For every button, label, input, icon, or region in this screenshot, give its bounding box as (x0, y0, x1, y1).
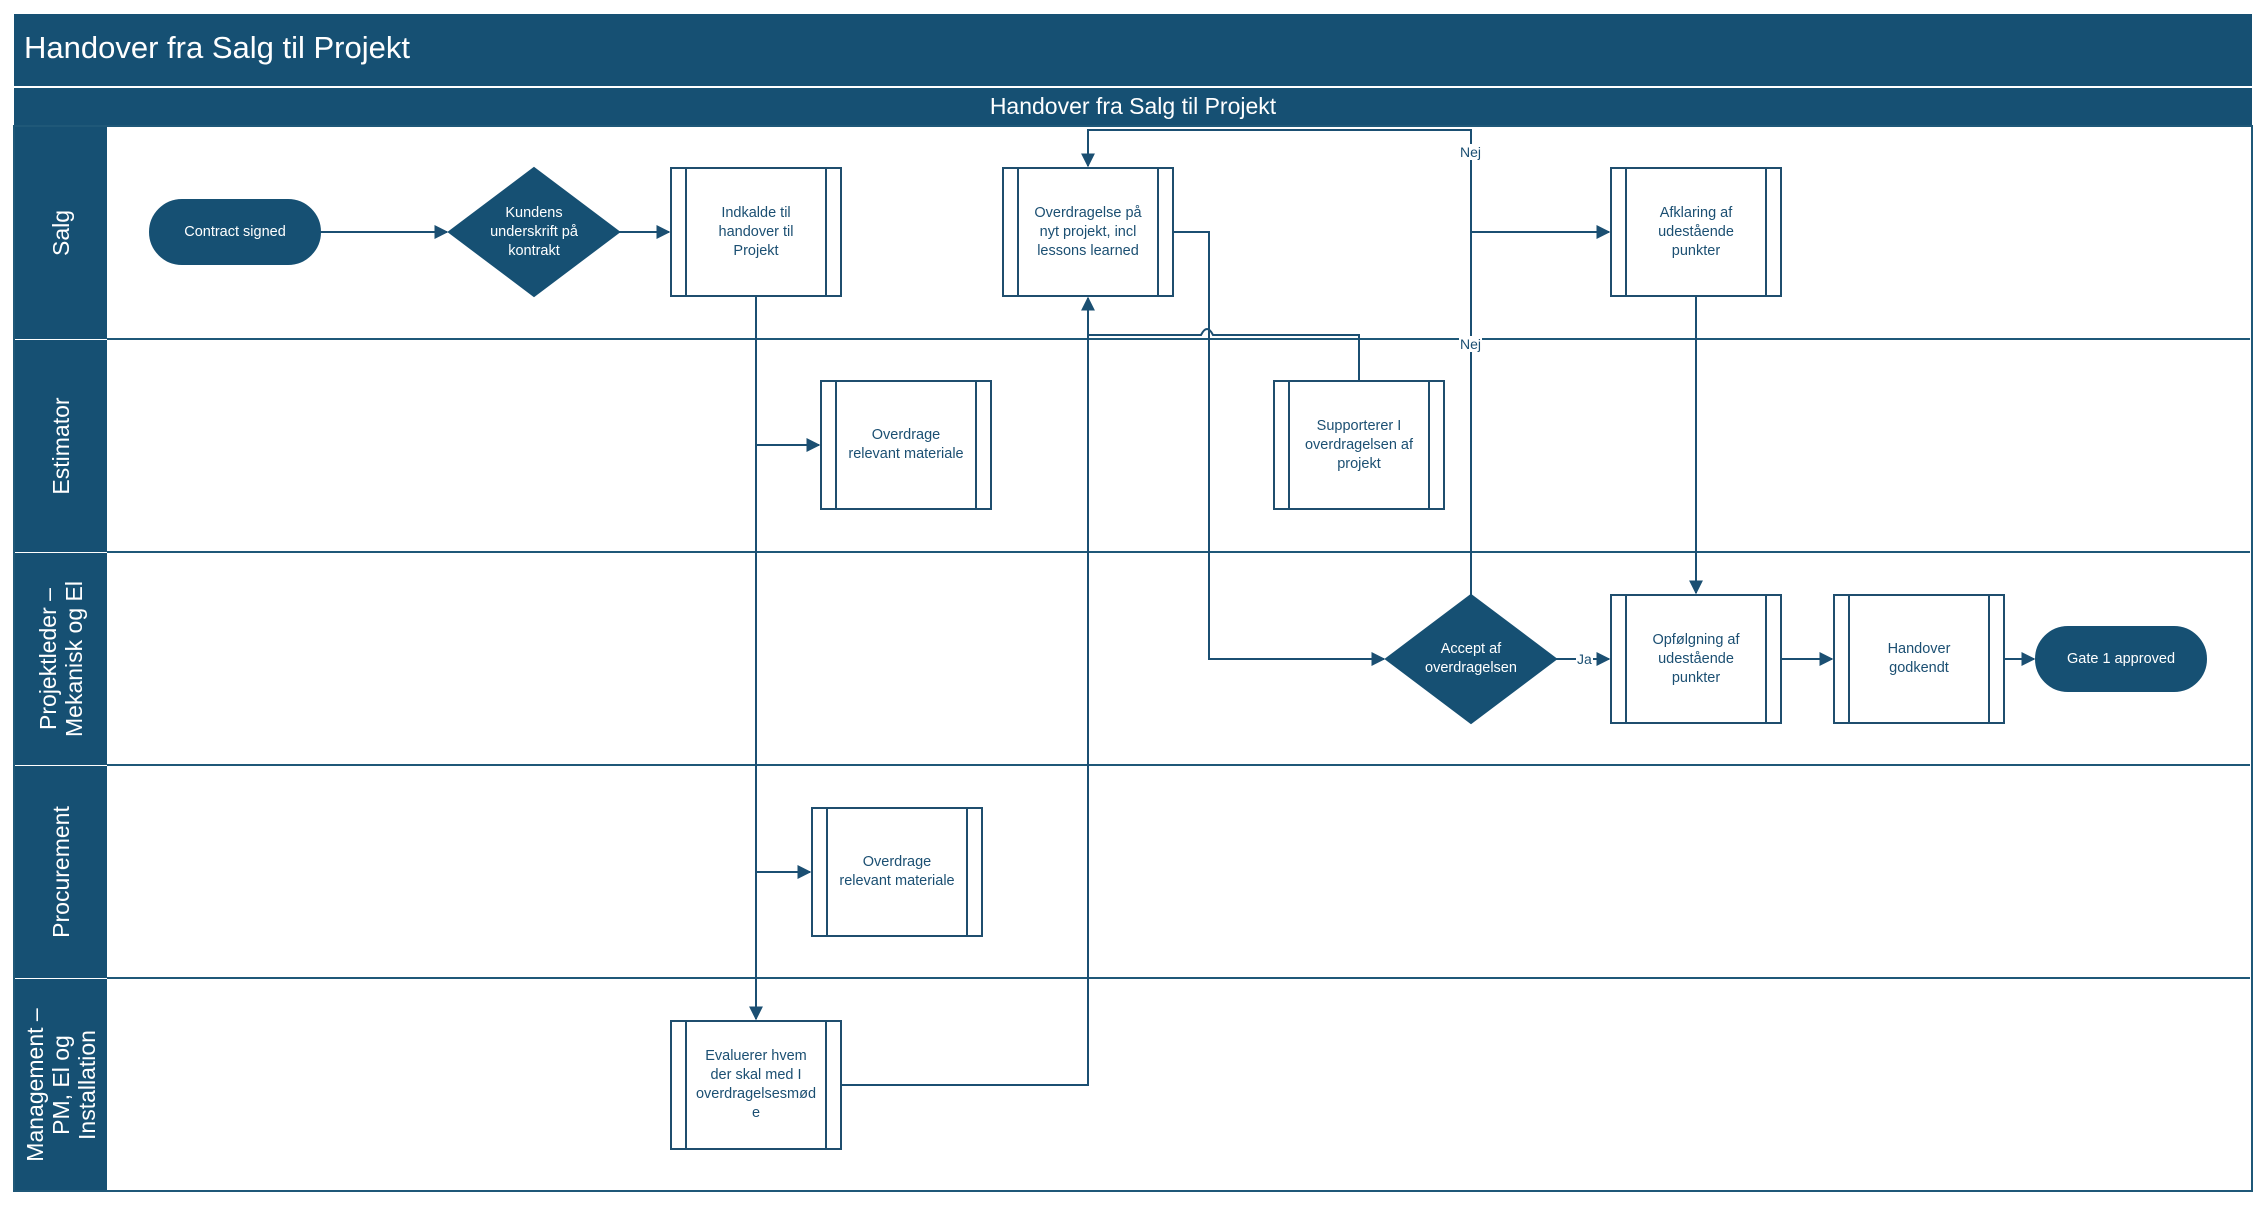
node-evaluerer (670, 1020, 842, 1150)
node-label-line: kontrakt (508, 242, 560, 259)
node-label-line: Opfølgning af (1652, 631, 1740, 648)
node-label-line: overdragelsesmød (695, 1086, 817, 1102)
node-label-line: Accept af (1440, 641, 1502, 657)
node-label-handover_godkendt: Handover godkendt (1849, 595, 1989, 723)
node-label-afklaring: Afklaring af udestående punkter (1626, 168, 1766, 296)
node-label-line: relevant materiale (839, 873, 955, 889)
node-label-line: der skal med I (710, 1067, 802, 1083)
connector-overdragelse-to-accept (1173, 231, 1386, 666)
node-label-line: Supporterer I (1316, 417, 1402, 434)
node-accept (1384, 593, 1558, 725)
node-label-line: Afklaring af (1659, 204, 1733, 221)
node-label-line: punkter (1671, 669, 1721, 686)
node-afklaring (1610, 167, 1782, 297)
lane-header-projektleder: Projektleder –Mekanisk og El (14, 553, 107, 765)
node-label-line: Indkalde til (721, 204, 791, 221)
node-overdrage_estimator (820, 380, 992, 510)
node-label-line: overdragelsen af (1304, 436, 1413, 453)
node-label-line: Kundens (505, 204, 563, 221)
node-label-line: underskrift på (490, 223, 578, 240)
page-title: Handover fra Salg til Projekt (24, 30, 410, 65)
connector-supporterer-to-overdragelse (1088, 328, 1360, 381)
pool-header: Handover fra Salg til Projekt (14, 88, 2252, 125)
node-label-gate1: Gate 1 approved (2051, 627, 2191, 691)
node-opfolgning (1610, 594, 1782, 724)
node-label-overdrage_estimator: Overdrage relevant materiale (836, 381, 976, 509)
node-label-line: Projekt (733, 242, 779, 259)
node-contract_signed (149, 199, 321, 265)
node-label-line: Handover (1887, 641, 1951, 657)
node-label-overdrage_procurement: Overdrage relevant materiale (827, 808, 967, 936)
lane-header-estimator: Estimator (14, 340, 107, 552)
pool-title: Handover fra Salg til Projekt (989, 93, 1277, 119)
node-label-kundens_underskrift: Kundens underskrift på kontrakt (473, 168, 595, 296)
node-label-line: Overdragelse på (1034, 204, 1142, 221)
node-label-opfolgning: Opfølgning af udestående punkter (1626, 595, 1766, 723)
node-label-accept: Accept af overdragelsen (1410, 595, 1532, 723)
node-label-contract_signed: Contract signed (165, 200, 305, 264)
node-label-line: udestående (1658, 650, 1734, 667)
connector-accept-nej-to-overdragelse (1081, 129, 1472, 595)
node-label-line: Contract signed (184, 223, 286, 240)
node-label-line: projekt (1337, 455, 1381, 472)
node-label-evaluerer: Evaluerer hvem der skal med I overdragelse… (686, 1021, 826, 1149)
node-label-line: lessons learned (1037, 242, 1139, 259)
node-label-line: handover til (718, 223, 794, 240)
node-supporterer (1273, 380, 1445, 510)
node-label-line: punkter (1671, 242, 1721, 259)
lane-header-salg: Salg (14, 126, 107, 339)
title-bar: Handover fra Salg til Projekt (14, 14, 2252, 86)
edge-label-nej-mid: Nej (1459, 336, 1483, 352)
node-label-line: Overdrage (871, 427, 941, 443)
edge-label-ja: Ja (1576, 651, 1593, 667)
node-label-line: udestående (1658, 223, 1734, 240)
node-label-line: Overdrage (862, 854, 932, 870)
lane-header-procurement: Procurement (14, 766, 107, 978)
edge-label-nej-top: Nej (1459, 144, 1483, 160)
node-indkalde (670, 167, 842, 297)
node-label-line: nyt projekt, incl (1039, 223, 1137, 240)
node-gate1 (2035, 626, 2207, 692)
node-label-line: e (751, 1105, 761, 1121)
node-overdragelse_nyt (1002, 167, 1174, 297)
node-label-supporterer: Supporterer I overdragelsen af projekt (1289, 381, 1429, 509)
pool-frame (13, 125, 2253, 1192)
node-label-line: Gate 1 approved (2066, 650, 2176, 667)
node-label-line: Evaluerer hvem (705, 1048, 807, 1064)
connector-evaluerer-to-overdragelse (841, 296, 1095, 1086)
node-overdrage_procurement (811, 807, 983, 937)
node-label-line: godkendt (1889, 660, 1949, 676)
node-label-line: overdragelsen (1425, 660, 1517, 676)
node-label-overdragelse_nyt: Overdragelse på nyt projekt, incl lessons … (1018, 168, 1158, 296)
node-label-line: relevant materiale (848, 446, 964, 462)
node-kundens_underskrift (447, 166, 621, 298)
node-handover_godkendt (1833, 594, 2005, 724)
